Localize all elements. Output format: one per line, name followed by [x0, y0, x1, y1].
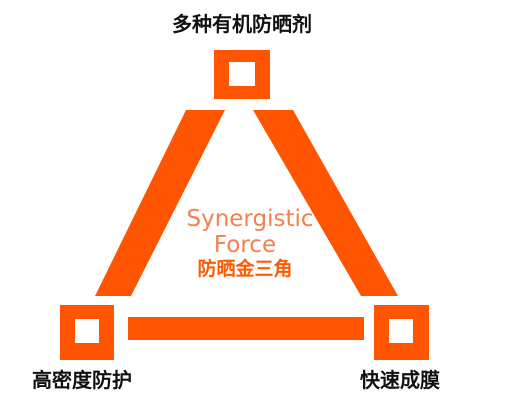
bottom-left-node [60, 305, 114, 360]
center-title-line3: 防晒金三角 [197, 258, 293, 280]
top-node-label: 多种有机防晒剂 [172, 12, 312, 36]
center-title-line2: Force [213, 232, 277, 258]
top-node [214, 50, 270, 99]
bottom-bar [128, 317, 364, 340]
left-side-bar [95, 110, 225, 296]
center-title-line1: Synergistic [186, 206, 314, 232]
right-side-bar [253, 110, 398, 296]
bottom-right-node [374, 305, 429, 360]
bottom-right-node-label: 快速成膜 [360, 368, 440, 392]
bottom-left-node-label: 高密度防护 [32, 368, 132, 392]
